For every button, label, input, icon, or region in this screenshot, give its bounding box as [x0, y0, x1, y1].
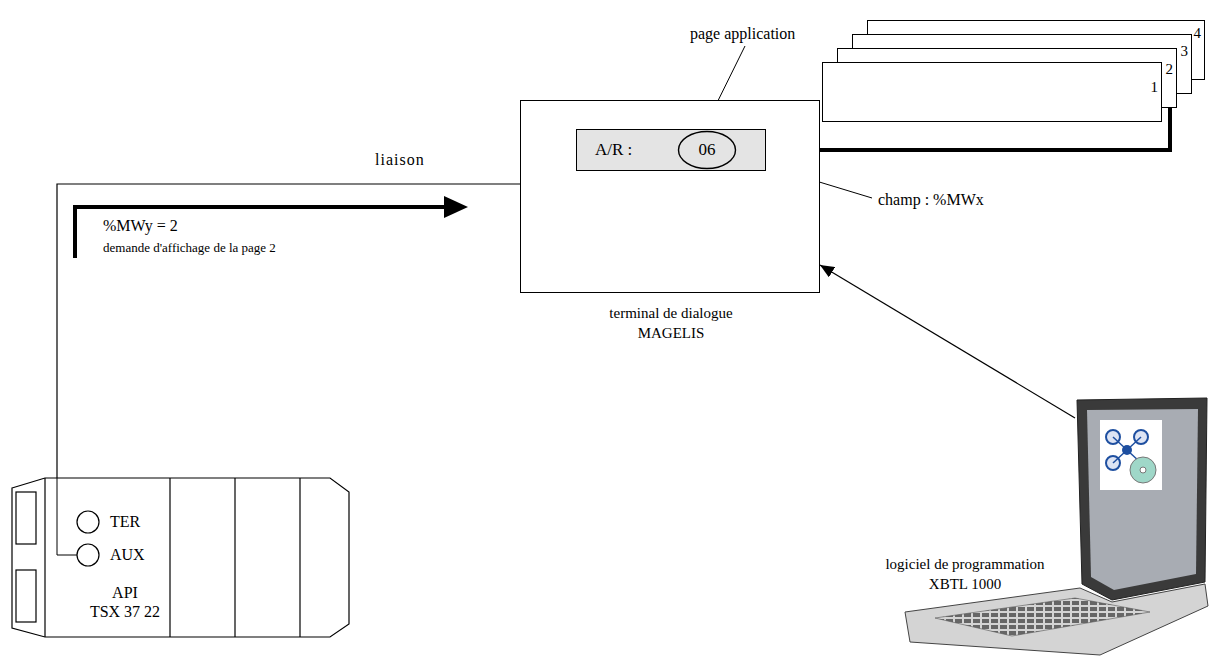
field-value: 06 — [677, 139, 737, 161]
page-number: 2 — [1166, 59, 1174, 79]
hmi-terminal: terminal de dialogue MAGELISA/R :06 — [520, 100, 820, 293]
field-ellipse: 06 — [677, 130, 743, 170]
port-label: TER — [110, 512, 140, 532]
drawing-stroke — [77, 511, 99, 533]
page-sheet: 1 — [822, 62, 1162, 122]
drawing-stroke — [905, 584, 1208, 655]
connector — [820, 265, 1075, 418]
page-label: A/R : — [595, 139, 632, 161]
laptop-illustration — [905, 398, 1208, 655]
drawing-stroke — [234, 478, 235, 637]
page-number: 3 — [1181, 41, 1189, 61]
plc-model: TSX 37 22 — [70, 602, 180, 622]
callout-label: champ : %MWx — [878, 190, 984, 210]
plc-rack: TER AUX APITSX 37 22 — [12, 478, 350, 638]
laptop: logiciel de programmation XBTL 1000 — [1075, 398, 1208, 600]
connector — [57, 184, 520, 478]
drawing-stroke — [1100, 420, 1162, 490]
drawing-stroke — [1077, 398, 1207, 600]
drawing-stroke — [16, 570, 36, 622]
drawing-stroke — [12, 478, 349, 637]
plc-name: API — [70, 583, 180, 603]
request-arrowhead — [444, 196, 468, 218]
port-label: AUX — [110, 545, 145, 565]
drawing-stroke — [16, 492, 36, 544]
page-number: 1 — [1151, 77, 1159, 97]
drawing-stroke — [57, 478, 77, 555]
drawing-stroke — [299, 478, 300, 637]
application-page-box: A/R : 06 — [576, 129, 766, 171]
request-arrow — [75, 207, 446, 258]
drawing-stroke — [44, 478, 45, 637]
callout-label: page application — [690, 24, 795, 44]
variable-label: %MWy = 2 — [103, 216, 178, 236]
page-number: 4 — [1194, 23, 1202, 43]
drawing-stroke — [1140, 467, 1146, 473]
drawing-stroke — [169, 478, 170, 637]
software-caption: logiciel de programmation XBTL 1000 — [870, 554, 1060, 594]
terminal-caption: terminal de dialogue MAGELIS — [596, 303, 746, 343]
drawing-stroke — [1087, 409, 1198, 590]
connector-label: liaison — [373, 150, 427, 170]
drawing-stroke — [77, 544, 99, 566]
note-label: demande d'affichage de la page 2 — [103, 238, 276, 258]
drawing-stroke — [935, 598, 1150, 636]
drawing-stroke — [1130, 457, 1156, 483]
